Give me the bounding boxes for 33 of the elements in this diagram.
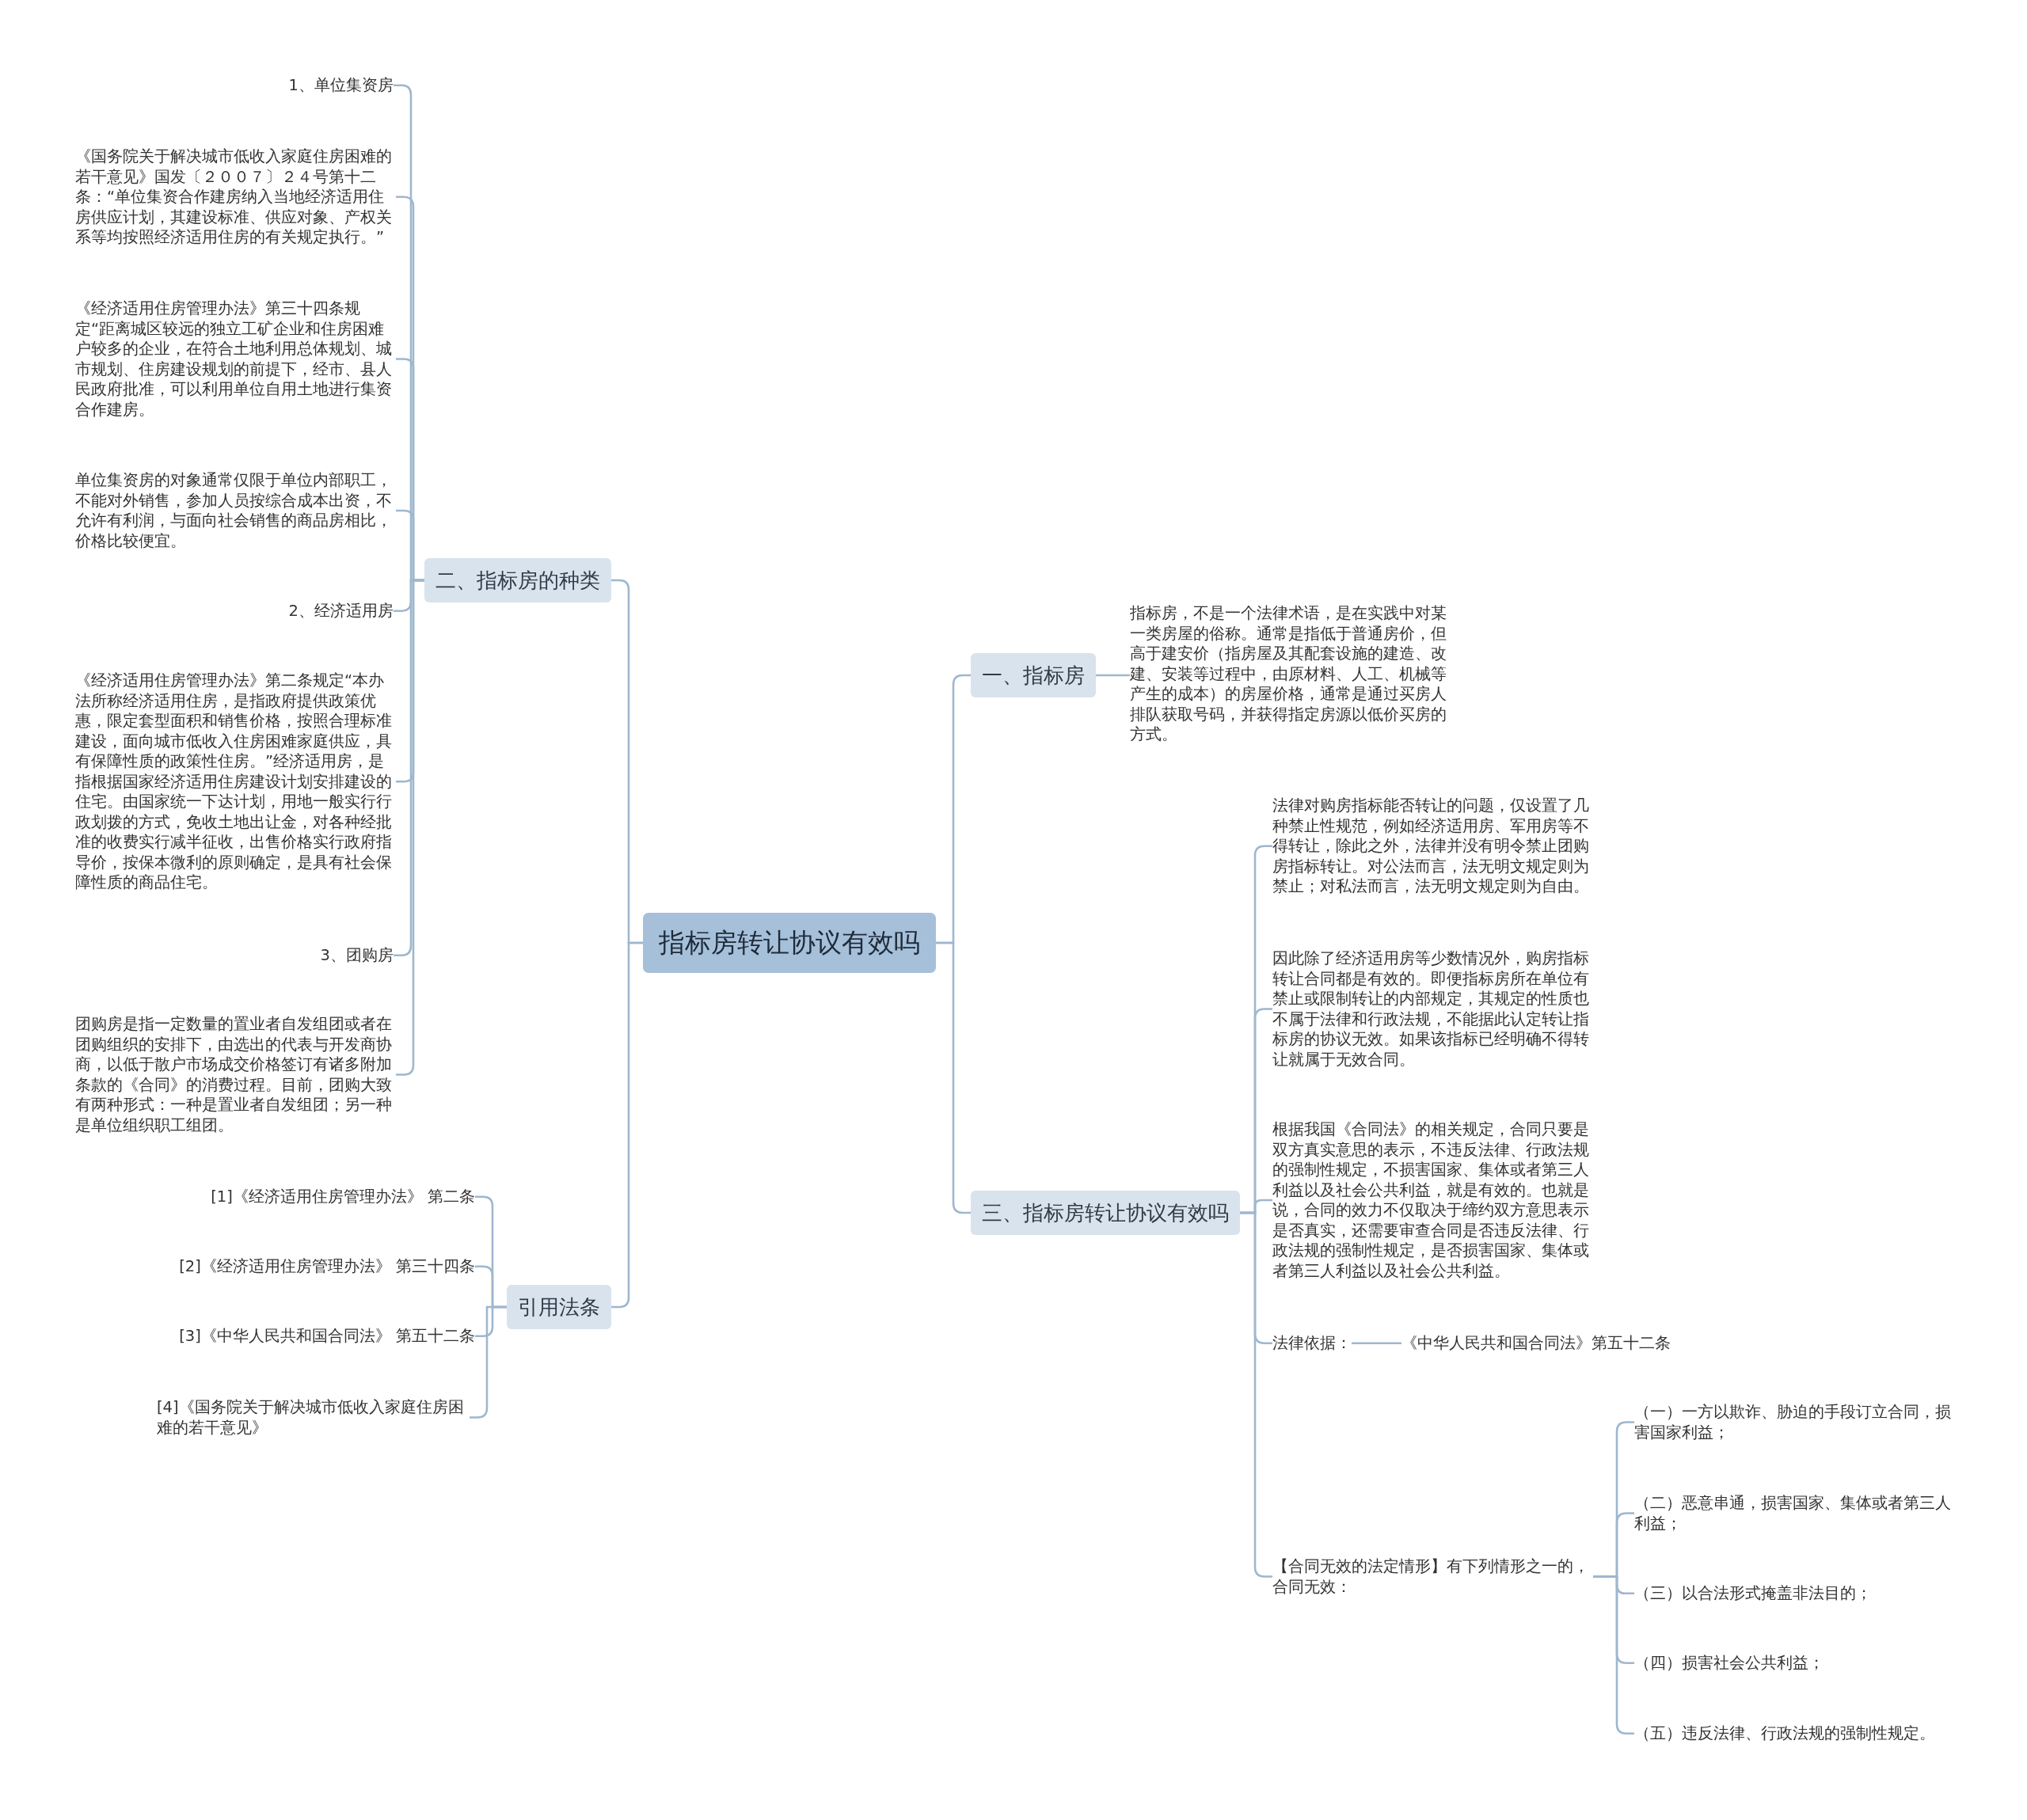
central-topic: 指标房转让协议有效吗	[643, 913, 936, 973]
topic-text: 【合同无效的法定情形】有下列情形之一的，合同无效：	[1272, 1556, 1593, 1597]
topic-text: 2、经济适用房	[288, 601, 394, 621]
topic-text: 单位集资房的对象通常仅限于单位内部职工，不能对外销售，参加人员按综合成本出资，不允许有利润，与面向社会销售的商品房相比，价格比较便宜。	[75, 470, 396, 551]
branch-topic: 三、指标房转让协议有效吗	[971, 1191, 1240, 1235]
topic-text: [3]《中华人民共和国合同法》 第五十二条	[179, 1326, 475, 1347]
branch-topic: 二、指标房的种类	[424, 558, 611, 602]
topic-text: 因此除了经济适用房等少数情况外，购房指标转让合同都是有效的。即便指标房所在单位有禁止或限制转让的内部规定，其规定的性质也不属于法律和行政法规，不能据此认定转让指标房的协议无效。如果该指标已经明确不得转让就属于无效合同。	[1272, 948, 1593, 1070]
topic-text: [1]《经济适用住房管理办法》 第二条	[211, 1187, 475, 1207]
topic-text: [4]《国务院关于解决城市低收入家庭住房困难的若干意见》	[157, 1397, 470, 1438]
topic-text: 法律对购房指标能否转让的问题，仅设置了几种禁止性规范，例如经济适用房、军用房等不得转让，除此之外，法律并没有明令禁止团购房指标转让。对公法而言，法无明文规定则为禁止；对私法而言，法无明文规定则为自由。	[1272, 796, 1593, 897]
topic-text: （五）违反法律、行政法规的强制性规定。	[1634, 1723, 1935, 1744]
topic-text: 《国务院关于解决城市低收入家庭住房困难的若干意见》国发〔２００７〕２４号第十二条：“单位集资合作建房纳入当地经济适用住房供应计划，其建设标准、供应对象、产权关系等均按照经济适用住房的有关规定执行。”	[75, 146, 396, 248]
connector-line	[1352, 1342, 1401, 1345]
connector-line	[611, 941, 643, 1309]
connector-line	[936, 941, 971, 1214]
topic-text: 3、团购房	[320, 945, 394, 966]
topic-text: 根据我国《合同法》的相关规定，合同只要是双方真实意思的表示，不违反法律、行政法规的强制性规定，不损害国家、集体或者第三人利益以及社会公共利益，就是有效的。也就是说，合同的效力不仅取决于缔约双方意思表示是否真实，还需要审查合同是否违反法律、行政法规的强制性规定，是否损害国家、集体或者第三人利益以及社会公共利益。	[1272, 1119, 1593, 1281]
topic-text: 《经济适用住房管理办法》第三十四条规定“距离城区较远的独立工矿企业和住房困难户较多的企业，在符合土地利用总体规划、城市规划、住房建设规划的前提下，经市、县人民政府批准，可以利用单位自用土地进行集资合作建房。	[75, 298, 396, 420]
topic-text: 法律依据：	[1272, 1333, 1352, 1354]
connector-line	[1096, 674, 1130, 677]
topic-text: 《中华人民共和国合同法》第五十二条	[1401, 1333, 1671, 1354]
topic-text: （三）以合法形式掩盖非法目的；	[1634, 1583, 1872, 1604]
topic-text: 团购房是指一定数量的置业者自发组团或者在团购组织的安排下，由选出的代表与开发商协商，以低于散户市场成交价格签订有诸多附加条款的《合同》的消费过程。目前，团购大致有两种形式：一种是置业者自发组团；另一种是单位组织职工组团。	[75, 1014, 396, 1135]
topic-text: （二）恶意串通，损害国家、集体或者第三人利益；	[1634, 1493, 1959, 1533]
topic-text: 指标房，不是一个法律术语，是在实践中对某一类房屋的俗称。通常是指低于普通房价，但高于建安价（指房屋及其配套设施的建造、改建、安装等过程中，由原材料、人工、机械等产生的成本）的房屋价格，通常是通过买房人排队获取号码，并获得指定房源以低价买房的方式。	[1130, 603, 1451, 745]
branch-topic: 引用法条	[507, 1285, 611, 1329]
topic-text: 《经济适用住房管理办法》第二条规定“本办法所称经济适用住房，是指政府提供政策优惠，限定套型面积和销售价格，按照合理标准建设，面向城市低收入住房困难家庭供应，具有保障性质的政策性住房。”经济适用房，是指根据国家经济适用住房建设计划安排建设的住宅。由国家统一下达计划，用地一般实行行政划拨的方式，免收土地出让金，对各种经批准的收费实行减半征收，出售价格实行政府指导价，按保本微利的原则确定，是具有社会保障性质的商品住宅。	[75, 671, 396, 893]
topic-text: （一）一方以欺诈、胁迫的手段订立合同，损害国家利益；	[1634, 1402, 1959, 1442]
topic-text: （四）损害社会公共利益；	[1634, 1653, 1824, 1674]
topic-text: 1、单位集资房	[288, 75, 394, 96]
branch-topic: 一、指标房	[971, 653, 1096, 697]
topic-text: [2]《经济适用住房管理办法》 第三十四条	[179, 1256, 475, 1277]
